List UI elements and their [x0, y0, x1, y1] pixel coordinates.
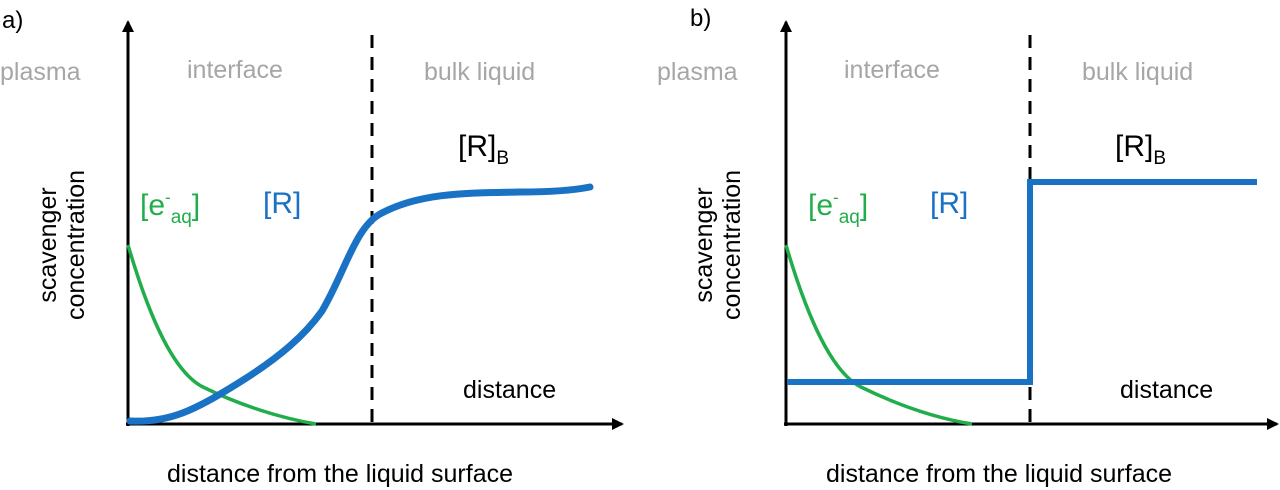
panel-a-x-label: distance from the liquid surface — [167, 460, 513, 488]
panel-a-r-label: [R] — [263, 187, 301, 220]
panel-a-region-plasma: plasma — [0, 58, 81, 86]
panel-a-scavenger-curve — [126, 183, 594, 425]
panel-b-region-bulk-liquid: bulk liquid — [1082, 58, 1193, 86]
panel-b-region-plasma: plasma — [657, 58, 738, 86]
panel-b-label: b) — [690, 5, 711, 32]
panel-a-y-label-line1: scavenger — [34, 187, 62, 302]
panel-b-electron-curve — [784, 244, 973, 426]
panel-b: b) plasma interface bulk liquid scavenge… — [657, 5, 1279, 488]
panel-a-distance-label: distance — [463, 376, 556, 404]
panel-a-region-interface: interface — [187, 56, 283, 84]
panel-a-label: a) — [2, 7, 23, 34]
panel-b-y-label-line2: concentration — [718, 170, 746, 320]
panel-a-electron-curve — [126, 244, 317, 426]
panel-b-scavenger-curve — [787, 179, 1257, 385]
panel-b-rb-label: [R]B — [1115, 130, 1166, 169]
panel-b-x-label: distance from the liquid surface — [826, 460, 1172, 488]
panel-b-region-interface: interface — [844, 56, 940, 84]
panel-b-y-label-line1: scavenger — [690, 187, 718, 302]
panel-b-distance-label: distance — [1120, 376, 1213, 404]
panel-b-r-label: [R] — [930, 187, 968, 220]
panel-a-y-label-line2: concentration — [62, 170, 90, 320]
panel-a-region-bulk-liquid: bulk liquid — [424, 58, 535, 86]
panel-a: a) plasma interface bulk liquid scavenge… — [0, 7, 624, 488]
panel-a-eaq-label: [e-aq] — [140, 188, 200, 228]
panel-a-rb-label: [R]B — [458, 130, 509, 169]
panel-b-eaq-label: [e-aq] — [808, 188, 868, 228]
